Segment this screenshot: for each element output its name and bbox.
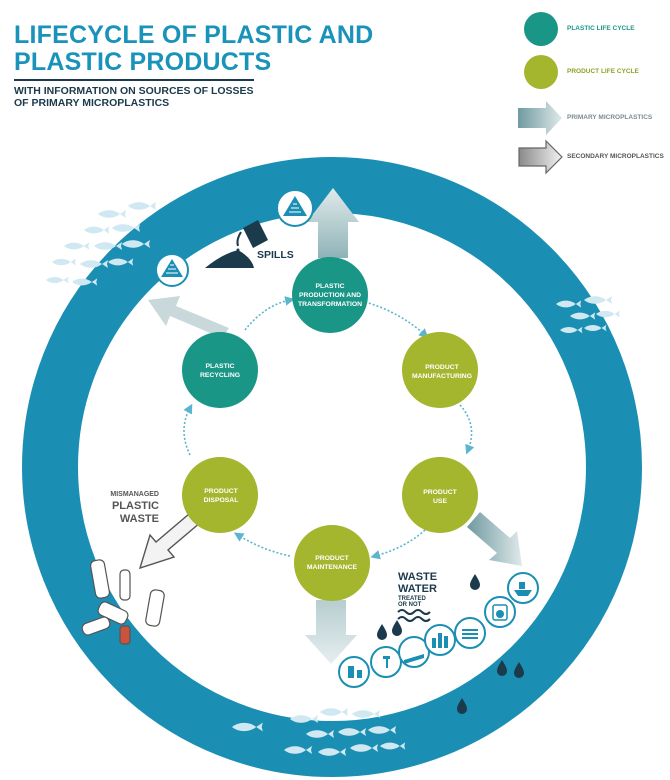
node-plastic-production bbox=[292, 257, 368, 333]
legend-label-secondary-microplastics: SECONDARY MICROPLASTICS bbox=[567, 153, 664, 160]
node-product-use bbox=[402, 457, 478, 533]
node-plastic-recycling bbox=[182, 332, 258, 408]
secondary-arrow-mismanaged-waste bbox=[138, 513, 203, 570]
legend-product-cycle-swatch bbox=[524, 55, 558, 89]
title-divider bbox=[14, 79, 254, 81]
legend-label-primary-microplastics: PRIMARY MICROPLASTICS bbox=[567, 114, 653, 121]
node-disposal-line1: PRODUCT bbox=[204, 488, 238, 495]
treated-label-line1: TREATED bbox=[398, 596, 427, 602]
water-waves-icon bbox=[397, 609, 431, 622]
legend-primary-arrow-icon bbox=[518, 101, 562, 135]
node-manufacturing-line2: MANUFACTURING bbox=[412, 373, 472, 380]
primary-arrow-maintenance-down bbox=[305, 600, 357, 664]
primary-arrow-use bbox=[467, 512, 522, 566]
node-maintenance-line1: PRODUCT bbox=[315, 555, 349, 562]
legend-secondary-arrow-icon bbox=[518, 139, 563, 175]
page-subtitle: WITH INFORMATION ON SOURCES OF LOSSES OF… bbox=[14, 85, 254, 109]
waste-water-label-line1: WASTE bbox=[398, 571, 437, 583]
node-product-disposal bbox=[182, 457, 258, 533]
spills-label: SPILLS bbox=[257, 249, 294, 261]
node-production-line3: TRANSFORMATION bbox=[298, 301, 362, 308]
pellet-icon-top bbox=[276, 189, 314, 227]
node-use-line2: USE bbox=[433, 498, 447, 505]
treated-label-line2: OR NOT bbox=[398, 602, 422, 608]
node-product-manufacturing bbox=[402, 332, 478, 408]
legend-label-product-life-cycle: PRODUCT LIFE CYCLE bbox=[567, 68, 639, 75]
primary-arrow-production-up bbox=[307, 188, 359, 258]
mismanaged-label-line3: WASTE bbox=[120, 513, 159, 525]
legend-plastic-cycle-swatch bbox=[524, 12, 558, 46]
plastic-waste-bottles-icon bbox=[81, 559, 165, 645]
cycle-connectors bbox=[183, 296, 475, 560]
page-title: LIFECYCLE OF PLASTIC AND PLASTIC PRODUCT… bbox=[14, 21, 374, 76]
spills-bag-icon bbox=[205, 220, 268, 268]
legend-label-plastic-life-cycle: PLASTIC LIFE CYCLE bbox=[567, 25, 635, 32]
mismanaged-label-line1: MISMANAGED bbox=[110, 491, 159, 498]
node-disposal-line2: DISPOSAL bbox=[204, 497, 239, 504]
node-manufacturing-line1: PRODUCT bbox=[425, 364, 459, 371]
waste-water-label-line2: WATER bbox=[398, 583, 437, 595]
node-production-line2: PRODUCTION AND bbox=[299, 292, 361, 299]
mismanaged-label-line2: PLASTIC bbox=[112, 500, 159, 512]
primary-arrow-recycling bbox=[148, 296, 229, 338]
node-recycling-line1: PLASTIC bbox=[205, 363, 234, 370]
node-recycling-line2: RECYCLING bbox=[200, 372, 240, 379]
node-maintenance-line2: MAINTENANCE bbox=[307, 564, 358, 571]
node-use-line1: PRODUCT bbox=[423, 489, 457, 496]
node-production-line1: PLASTIC bbox=[315, 283, 344, 290]
node-product-maintenance bbox=[294, 525, 370, 601]
pellet-icon-left bbox=[155, 253, 189, 287]
